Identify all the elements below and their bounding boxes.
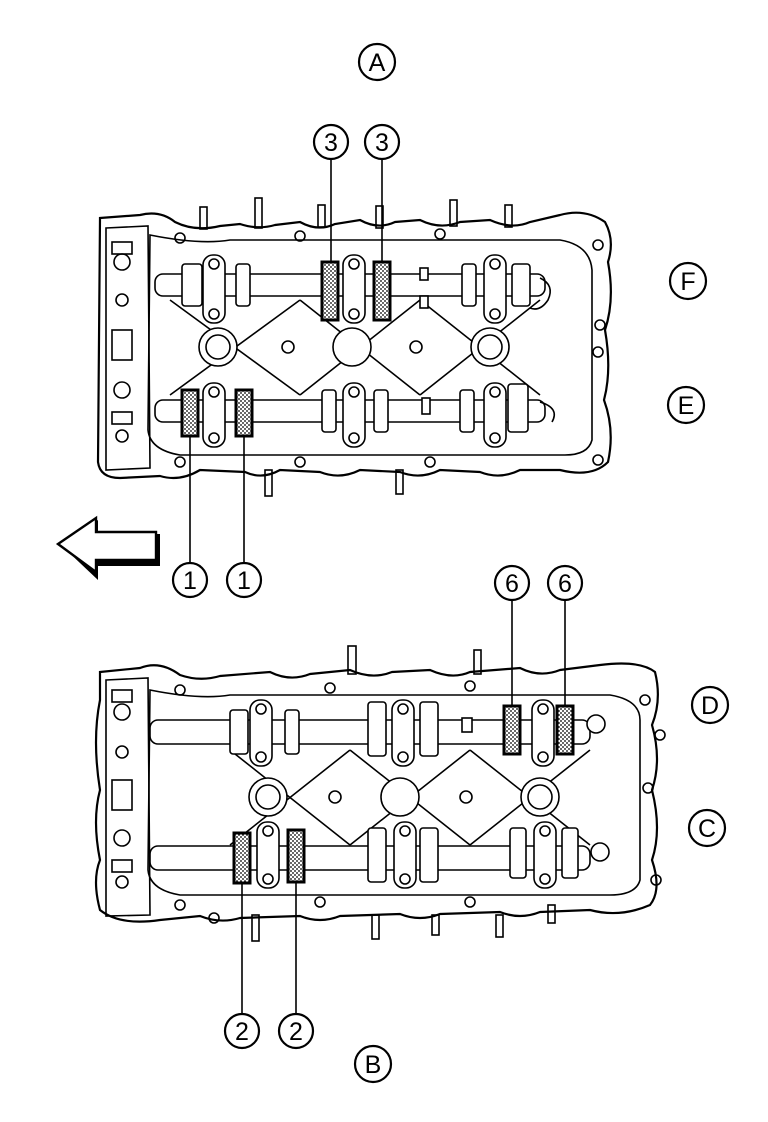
callout-1-right: 1 [225, 561, 263, 599]
callout-2-left: 2 [223, 1012, 261, 1050]
camshaft-label-e: E [666, 385, 706, 425]
svg-text:1: 1 [237, 567, 251, 595]
callout-6-left: 6 [493, 564, 531, 602]
svg-text:A: A [369, 49, 386, 77]
highlight-lobe-6b [555, 704, 575, 756]
leader-lines [189, 158, 566, 1014]
svg-text:F: F [680, 268, 695, 296]
svg-text:2: 2 [235, 1018, 249, 1046]
svg-text:2: 2 [289, 1018, 303, 1046]
svg-text:3: 3 [324, 129, 338, 157]
view-label-a: A [357, 42, 397, 82]
svg-text:1: 1 [183, 567, 197, 595]
camshaft-label-c: C [687, 808, 727, 848]
callout-3-right: 3 [363, 123, 401, 161]
highlight-lobe-1a [180, 388, 200, 438]
view-label-b: B [353, 1044, 393, 1084]
svg-text:6: 6 [558, 570, 572, 598]
svg-text:E: E [678, 392, 695, 420]
callout-1-left: 1 [171, 561, 209, 599]
top-cylinder-head [96, 197, 612, 497]
highlight-lobe-2b [286, 828, 306, 884]
svg-text:B: B [365, 1051, 382, 1079]
camshaft-label-f: F [668, 261, 708, 301]
highlight-lobe-3a [320, 260, 340, 322]
callout-6-right: 6 [546, 564, 584, 602]
highlight-lobe-6a [502, 704, 522, 756]
svg-text:6: 6 [505, 570, 519, 598]
svg-text:C: C [698, 815, 716, 843]
highlight-lobe-2a [232, 831, 252, 885]
svg-text:D: D [701, 692, 719, 720]
highlight-lobe-3b [372, 260, 392, 322]
callout-2-right: 2 [277, 1012, 315, 1050]
svg-text:3: 3 [375, 129, 389, 157]
callout-3-left: 3 [312, 123, 350, 161]
front-direction-arrow-icon [55, 515, 160, 580]
camshaft-label-d: D [690, 685, 730, 725]
highlight-lobe-1b [234, 388, 254, 438]
bottom-cylinder-head [94, 645, 666, 942]
